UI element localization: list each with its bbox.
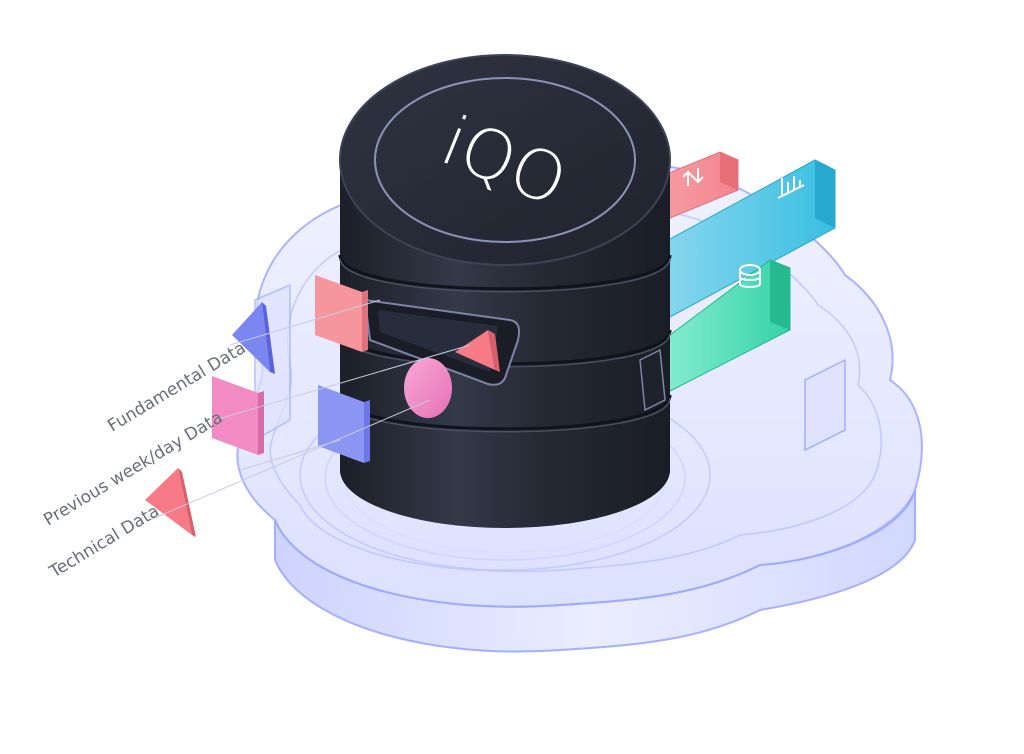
sort-icon (682, 168, 704, 186)
input-red-triangle-left (145, 468, 196, 537)
bar-chart-icon (777, 176, 805, 199)
database-icon (739, 264, 761, 288)
input-shapes (145, 275, 500, 537)
input-pink-square (315, 275, 368, 352)
input-labels: Fundamental Data Previous week/day Data … (40, 338, 249, 583)
database-cylinder: iQO (338, 54, 672, 528)
input-blue-triangle (232, 302, 275, 374)
output-bars (639, 151, 836, 393)
guide-lines (149, 299, 471, 521)
input-red-triangle (455, 330, 500, 372)
input-pink-ball (404, 358, 452, 418)
